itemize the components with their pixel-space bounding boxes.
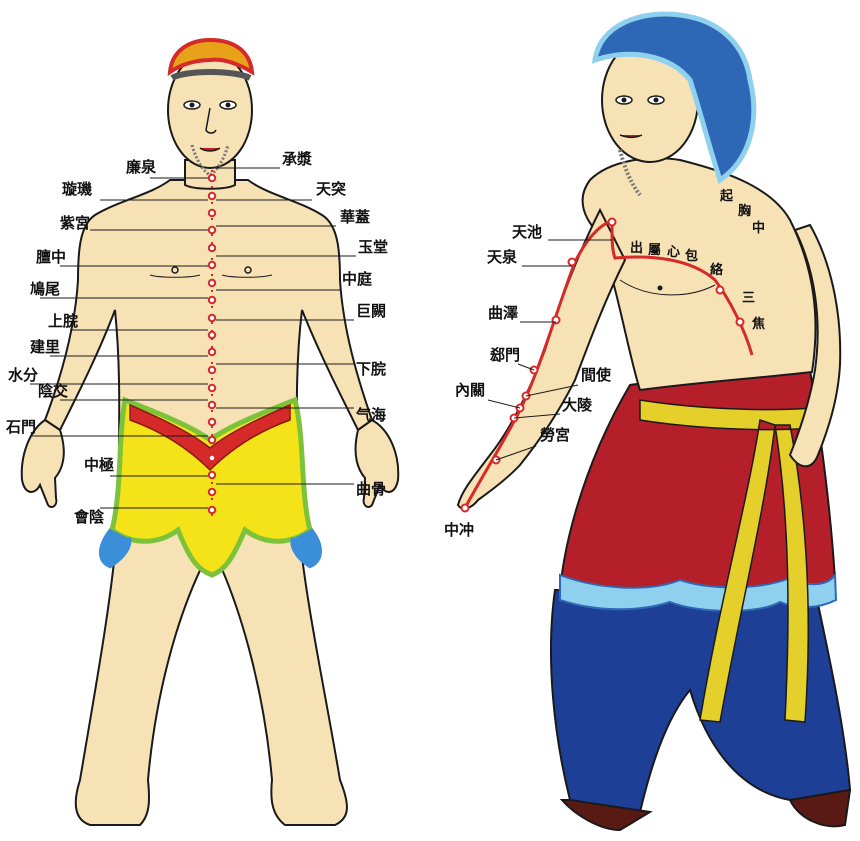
label-juque: 巨闕: [356, 302, 386, 320]
acupoint-marker: [209, 507, 215, 513]
label-shimen: 石門: [5, 418, 36, 436]
acupoint-marker: [609, 219, 616, 226]
label-tianchi: 天池: [512, 223, 542, 241]
acupoint-marker: [209, 455, 215, 461]
label-xuanji: 璇璣: [62, 180, 92, 198]
label-jianshi: 間使: [581, 366, 612, 384]
acupoint-marker: [209, 419, 215, 425]
acupoint-marker: [209, 472, 215, 478]
left-figure: 廉泉 璇璣 紫宮 膻中 鳩尾 上脘 建里 水分 陰交 石門 中極 會陰 承漿 天…: [5, 40, 398, 825]
label-tiantu: 天突: [316, 180, 346, 198]
acupoint-marker: [737, 319, 744, 326]
acupoint-marker: [569, 259, 576, 266]
label-qihai: 气海: [355, 406, 386, 424]
acupoint-marker: [209, 193, 215, 199]
label-zhong: 中: [752, 220, 765, 236]
acupoint-marker: [209, 175, 215, 181]
label-shuifen: 水分: [8, 366, 38, 384]
leader-line: [488, 400, 520, 408]
acupoint-marker: [209, 402, 215, 408]
acupoint-marker: [209, 385, 215, 391]
label-shangwan: 上脘: [48, 312, 78, 330]
acupoint-marker: [209, 315, 215, 321]
label-shu: 屬: [648, 243, 661, 258]
label-xin: 心: [667, 245, 680, 260]
acupoint-marker: [209, 367, 215, 373]
label-zhongchong: 中冲: [444, 521, 474, 539]
acupoint-marker: [209, 262, 215, 268]
acupoint-marker: [717, 287, 724, 294]
label-yutang: 玉堂: [358, 238, 388, 256]
label-quze: 曲澤: [488, 304, 518, 322]
label-xiawan: 下脘: [356, 360, 386, 378]
label-san: 三: [742, 291, 755, 306]
acupoint-marker: [209, 437, 215, 443]
label-zigong: 紫宮: [60, 214, 90, 232]
label-neiguan: 內關: [455, 381, 485, 399]
label-chu: 出: [630, 240, 643, 256]
label-qugu: 曲骨: [356, 480, 386, 498]
label-bao: 包: [685, 248, 698, 264]
acupoint-marker: [209, 210, 215, 216]
label-huiyin: 會陰: [74, 508, 105, 526]
label-daling: 大陵: [562, 396, 593, 414]
label-luo: 絡: [710, 262, 724, 278]
label-ximen: 郄門: [489, 346, 520, 364]
acupoint-marker: [209, 227, 215, 233]
label-qi: 起: [719, 188, 734, 204]
label-yinjiao: 陰交: [38, 382, 68, 400]
acupoint-marker: [209, 332, 215, 338]
label-jianli: 建里: [30, 338, 60, 356]
label-tianquan: 天泉: [487, 248, 518, 266]
label-jiao: 焦: [751, 316, 765, 332]
acupoint-marker: [209, 280, 215, 286]
label-laogong: 勞宮: [540, 426, 570, 444]
acupoint-marker: [209, 489, 215, 495]
label-jiuwei: 鳩尾: [30, 280, 60, 298]
label-danzhong: 膻中: [36, 248, 66, 266]
label-lianquan: 廉泉: [126, 158, 157, 176]
acupoint-marker: [209, 349, 215, 355]
label-huagai: 華蓋: [340, 208, 370, 226]
acupoint-marker: [209, 297, 215, 303]
acupoint-marker: [462, 505, 469, 512]
label-xiong: 胸: [738, 203, 751, 219]
label-chengjiang: 承漿: [282, 150, 312, 168]
label-zhongji: 中極: [84, 456, 114, 474]
right-figure: 天池 天泉 曲澤 郄門 間使 內關 大陵 勞宮 中冲 起 胸 中 出 屬 心 包…: [444, 14, 850, 830]
acupoint-marker: [209, 245, 215, 251]
label-zhongting: 中庭: [342, 270, 373, 288]
